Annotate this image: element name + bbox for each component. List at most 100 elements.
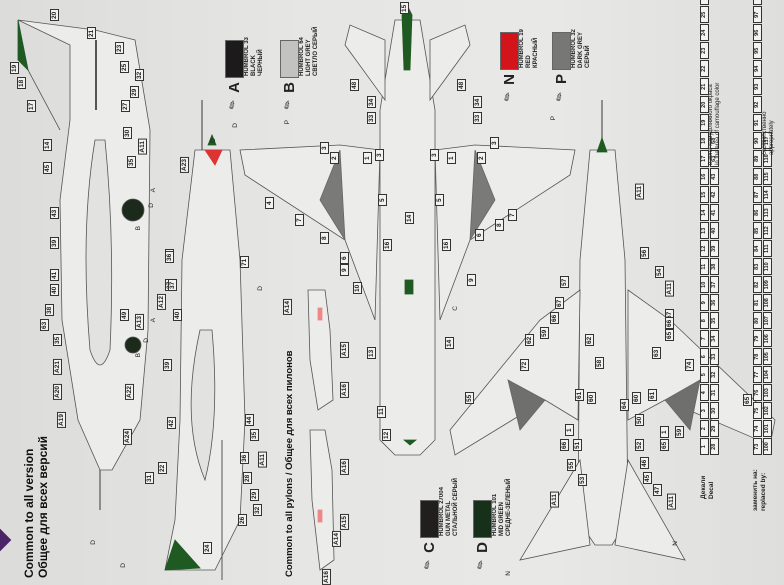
decal-number-box: 92 — [753, 96, 762, 113]
decal-number-box: 42 — [710, 186, 719, 203]
decal-number-box: 101 — [763, 420, 772, 437]
decal-callout: A21 — [53, 359, 62, 375]
decal-callout: A14 — [332, 531, 341, 547]
paint-name: RED — [526, 55, 532, 68]
decal-callout: 66 — [550, 312, 559, 324]
decal-callout: 55 — [567, 459, 576, 471]
decal-number-box: 22 — [700, 60, 709, 77]
decal-number-box: 35 — [710, 312, 719, 329]
decal-number-box: 113 — [763, 204, 772, 221]
decal-callout: 57 — [560, 276, 569, 288]
decal-callout: A13 — [135, 314, 144, 330]
decal-callout: 4 — [265, 197, 274, 209]
decal-callout: 37 — [168, 279, 177, 291]
decal-number-box: 104 — [763, 366, 772, 383]
paint-letter: B — [281, 82, 298, 93]
paint-brand: HUMBROL 33 — [244, 37, 250, 76]
decal-callout: 7 — [508, 209, 517, 221]
decal-number-box: 84 — [753, 240, 762, 257]
decal-callout: 72 — [520, 359, 529, 371]
decal-number-box: 11 — [700, 258, 709, 275]
decal-callout: A23 — [180, 157, 189, 173]
decal-callout: 21 — [87, 27, 96, 39]
decal-callout: 62 — [525, 334, 534, 346]
decal-number-box: 36 — [710, 294, 719, 311]
decal-callout: 39 — [163, 359, 172, 371]
decal-callout: A20 — [53, 384, 62, 400]
paint-reference: C — [452, 306, 459, 311]
decal-callout: 39 — [50, 237, 59, 249]
decal-number-box: 107 — [763, 312, 772, 329]
paint-reference: P — [284, 120, 291, 125]
decal-callout: 52 — [635, 439, 644, 451]
decal-callout: A15 — [340, 514, 349, 530]
decal-number-box: 29 — [710, 420, 719, 437]
decal-callout: A11 — [258, 452, 267, 468]
decal-callout: 24 — [203, 542, 212, 554]
paint-reference: D — [210, 138, 217, 143]
decal-callout: A22 — [125, 384, 134, 400]
decal-callout: 54 — [655, 266, 664, 278]
decal-callout: 1 — [363, 152, 372, 164]
decal-number-box: 31 — [710, 384, 719, 401]
decal-callout: 44 — [245, 414, 254, 426]
decal-callout: 3 — [320, 142, 329, 154]
decal-callout: 9 — [340, 264, 349, 276]
decal-callout: 5 — [435, 194, 444, 206]
decal-callout: 60 — [587, 392, 596, 404]
decal-callout: 26 — [238, 514, 247, 526]
decal-callout: 2 — [330, 152, 339, 164]
decal-callout: 40 — [173, 309, 182, 321]
decal-number-box: 76 — [753, 384, 762, 401]
replaced-by-en: replaced by: — [760, 472, 767, 511]
paint-name-ru: СВЕТЛО СЕРЫЙ — [313, 26, 319, 76]
decal-callout: A11 — [635, 184, 644, 200]
bottom-view-aircraft — [449, 100, 776, 561]
camouflage-note-ru: в зоне камуфляжного окраса — [708, 84, 714, 165]
decal-callout: 64 — [620, 399, 629, 411]
decal-callout: 10 — [353, 282, 362, 294]
decal-number-box: 109 — [763, 276, 772, 293]
decal-number-box: 32 — [710, 366, 719, 383]
decal-callout: 12 — [382, 429, 391, 441]
paint-reference: D — [120, 563, 127, 568]
decal-number-box: 12 — [700, 240, 709, 257]
paint-brand: HUMBROL 19 — [519, 29, 525, 68]
replaced-by-ru: заменить на: — [752, 469, 759, 511]
decal-number-box: 23 — [700, 42, 709, 59]
appropriately-ru: соответственно — [762, 111, 768, 155]
decal-number-box: 10 — [700, 276, 709, 293]
decal-number-box: 4 — [700, 384, 709, 401]
decal-callout: A12 — [157, 294, 166, 310]
decal-number-box: 108 — [763, 294, 772, 311]
paint-name: LIGHT GREY — [306, 39, 312, 76]
decal-callout: 1 — [660, 426, 669, 438]
decal-callout: 71 — [240, 256, 249, 268]
decal-number-box: 1 — [700, 438, 709, 455]
decal-callout: 34 — [473, 96, 482, 108]
decal-callout: 6 — [475, 229, 484, 241]
side-view-aircraft-1 — [17, 19, 151, 510]
decal-number-box: 96 — [753, 24, 762, 41]
decal-callout: 28 — [243, 472, 252, 484]
decal-callout: 49 — [120, 309, 129, 321]
decal-callout: 13 — [367, 347, 376, 359]
decal-number-box: 75 — [753, 402, 762, 419]
decal-callout: 19 — [10, 62, 19, 74]
decal-callout: 66 — [665, 317, 674, 329]
paint-name-ru: СЕРЫЙ — [585, 45, 591, 68]
decal-callout: 42 — [167, 417, 176, 429]
decal-callout: 5 — [378, 194, 387, 206]
paint-name-ru: ЧЕРНЫЙ — [258, 49, 264, 76]
decal-label-ru: Декали — [700, 475, 707, 499]
paint-reference: D — [257, 286, 264, 291]
decal-callout: 60 — [632, 392, 641, 404]
decal-number-box: 8 — [700, 312, 709, 329]
title-ru: Общее для всех версий — [36, 435, 50, 578]
decal-callout: 29 — [130, 86, 139, 98]
